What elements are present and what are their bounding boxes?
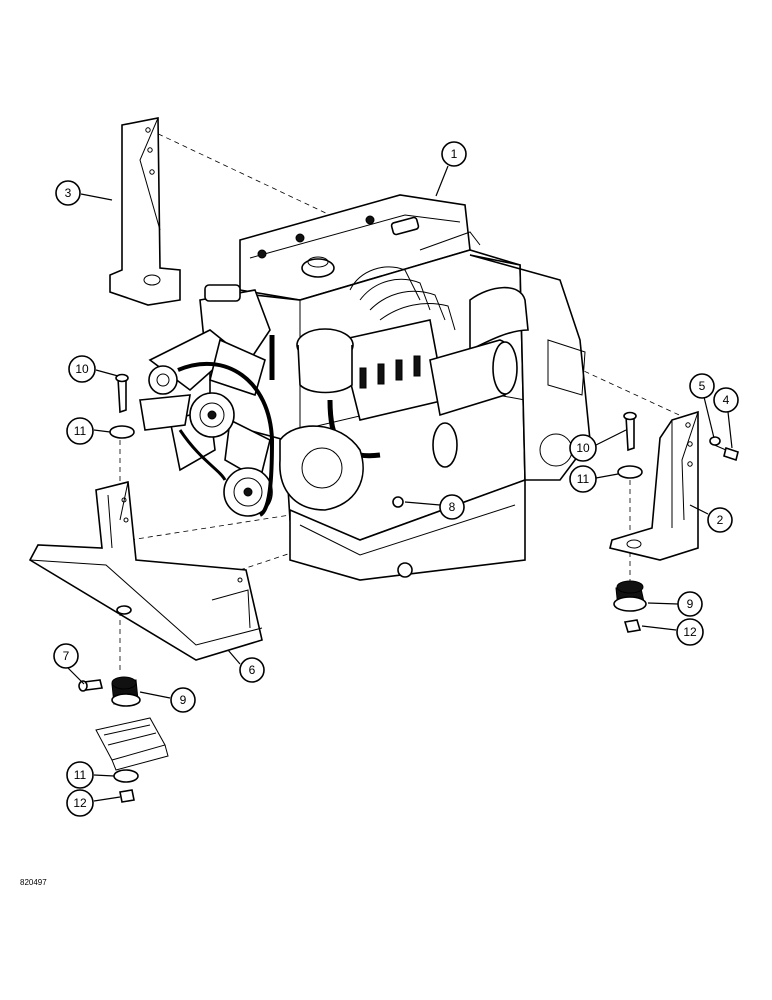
svg-text:4: 4 <box>723 393 730 407</box>
callout-2: 2 <box>707 507 733 533</box>
lower-washer-and-nut <box>113 769 139 803</box>
right-rubber-mount <box>613 580 647 633</box>
drain-plug <box>392 496 404 508</box>
svg-text:7: 7 <box>63 649 70 663</box>
svg-text:12: 12 <box>73 796 87 810</box>
svg-text:5: 5 <box>699 379 706 393</box>
callout-12-lower: 12 <box>66 789 94 817</box>
callout-8: 8 <box>439 494 465 520</box>
left-mount-bolt <box>109 373 135 439</box>
crossmember-bolt <box>78 679 103 692</box>
svg-text:11: 11 <box>74 424 87 438</box>
callout-9-right: 9 <box>677 591 703 617</box>
callout-9-left: 9 <box>170 687 196 713</box>
bracket-bolt-and-washer <box>709 436 739 462</box>
leader-lines <box>67 165 733 802</box>
engine-bracket-rear-left <box>109 117 181 306</box>
left-rubber-mount <box>111 676 141 707</box>
drawing-number: 820497 <box>20 878 47 887</box>
svg-text:9: 9 <box>180 693 187 707</box>
callout-7: 7 <box>53 643 79 669</box>
svg-text:2: 2 <box>717 513 724 527</box>
callout-1: 1 <box>441 141 467 167</box>
svg-text:11: 11 <box>74 768 87 782</box>
callout-4: 4 <box>713 387 739 413</box>
callout-11-right: 11 <box>569 465 597 493</box>
callout-10-right: 10 <box>569 434 597 462</box>
callout-5: 5 <box>689 373 715 399</box>
engine-bracket-rear-right <box>609 410 699 561</box>
callout-3: 3 <box>55 180 81 206</box>
callout-11-lower: 11 <box>66 761 94 789</box>
svg-text:10: 10 <box>576 441 590 455</box>
fan-and-belt-drive <box>139 329 275 517</box>
front-crossmember <box>28 480 263 661</box>
svg-text:1: 1 <box>451 147 458 161</box>
callout-11-left: 11 <box>66 417 94 445</box>
svg-text:12: 12 <box>683 625 697 639</box>
callout-6: 6 <box>239 657 265 683</box>
callout-12-right: 12 <box>676 618 704 646</box>
svg-text:10: 10 <box>75 362 89 376</box>
svg-text:6: 6 <box>249 663 256 677</box>
svg-text:11: 11 <box>577 472 590 486</box>
engine-assembly <box>199 194 591 581</box>
svg-text:3: 3 <box>65 186 72 200</box>
frame-support <box>95 717 169 771</box>
right-mount-bolt <box>617 411 643 479</box>
callout-10-left: 10 <box>68 355 96 383</box>
svg-text:9: 9 <box>687 597 694 611</box>
svg-text:8: 8 <box>449 500 456 514</box>
